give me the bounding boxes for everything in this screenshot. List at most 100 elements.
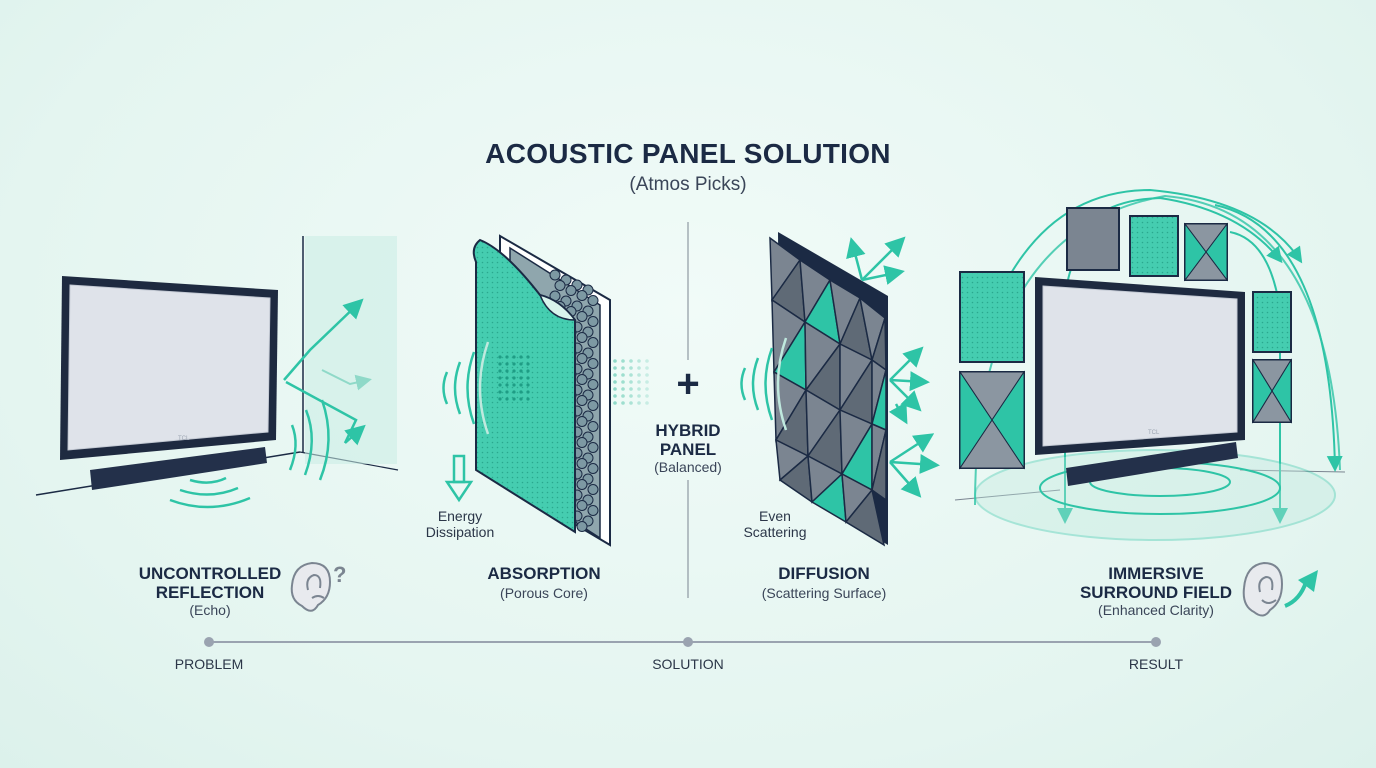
absorbed-dot	[519, 376, 523, 380]
hybrid-label: HYBRID PANEL (Balanced)	[628, 421, 748, 475]
soundbar-right	[1066, 442, 1238, 486]
absorbed-dot	[526, 397, 530, 401]
dissipation-dot	[613, 373, 617, 377]
dissipation-dot	[637, 387, 641, 391]
core-bubble	[549, 269, 561, 281]
hybrid-title-line1: HYBRID	[655, 421, 721, 440]
absorbed-dot	[505, 397, 509, 401]
dissipation-dot	[629, 366, 633, 370]
timeline	[204, 637, 1161, 647]
core-bubble	[587, 358, 599, 369]
core-bubble	[587, 337, 599, 348]
problem-title-line1: UNCONTROLLED	[138, 564, 282, 583]
dissipation-dot	[629, 373, 633, 377]
absorbed-dot	[498, 390, 502, 394]
problem-label: UNCONTROLLED REFLECTION (Echo)	[120, 564, 300, 618]
core-bubble	[576, 395, 588, 406]
core-bubble	[576, 479, 588, 490]
absorbed-dot	[526, 383, 530, 387]
core-bubble	[576, 458, 588, 469]
dissipation-dot	[629, 394, 633, 398]
wall-panel	[1066, 207, 1120, 271]
diffusion-subtitle: (Scattering Surface)	[761, 585, 887, 601]
dissipation-dot	[637, 373, 641, 377]
diffusion-panel	[740, 232, 940, 547]
absorption-subtitle: (Porous Core)	[500, 585, 588, 601]
even-scattering-note: Even Scattering	[725, 508, 825, 540]
result-scene: TCL	[954, 188, 1346, 541]
panel-facet	[1184, 222, 1207, 282]
problem-subtitle: (Echo)	[189, 602, 231, 618]
dissipation-dot	[637, 401, 641, 405]
core-bubble	[576, 311, 588, 322]
absorbed-dot	[505, 376, 509, 380]
dissipation-dot	[645, 401, 649, 405]
absorbed-dot	[519, 397, 523, 401]
core-bubble	[587, 379, 599, 390]
result-title-line1: IMMERSIVE	[1108, 564, 1204, 583]
dissipation-dot	[637, 366, 641, 370]
timeline-dot-result	[1151, 637, 1161, 647]
absorbed-dot	[512, 355, 516, 359]
wall-panel	[959, 271, 1025, 363]
core-bubble	[587, 316, 599, 327]
absorbed-dot	[512, 369, 516, 373]
dissipation-dot	[621, 394, 625, 398]
absorbed-dot	[505, 355, 509, 359]
absorbed-dot	[519, 369, 523, 373]
dissipation-dot	[621, 380, 625, 384]
confused-ear-icon: ?	[290, 561, 346, 612]
core-bubble	[576, 500, 588, 511]
tv-left: TCL	[60, 276, 278, 460]
timeline-dot-problem	[204, 637, 214, 647]
core-bubble	[587, 505, 599, 516]
absorbed-dot	[526, 390, 530, 394]
result-label: IMMERSIVE SURROUND FIELD (Enhanced Clari…	[1060, 564, 1252, 618]
diffuser-facet	[844, 488, 886, 547]
timeline-dot-solution	[683, 637, 693, 647]
absorbed-dot	[519, 362, 523, 366]
absorbed-dot	[519, 383, 523, 387]
absorbed-dot	[498, 355, 502, 359]
absorption-note-line1: Energy	[437, 508, 483, 524]
dissipation-dot	[613, 387, 617, 391]
absorbed-dot	[498, 362, 502, 366]
page-subtitle: (Atmos Picks)	[629, 174, 747, 195]
absorbed-dot	[505, 362, 509, 366]
dissipation-dot	[629, 359, 633, 363]
absorbed-dot	[519, 355, 523, 359]
problem-scene: TCL	[35, 236, 399, 509]
wall-panels	[959, 207, 1292, 470]
absorbed-dot	[512, 383, 516, 387]
dissipation-dot	[629, 387, 633, 391]
dissipation-dot	[645, 359, 649, 363]
hybrid-plus-symbol: +	[676, 362, 700, 406]
core-bubble	[576, 437, 588, 448]
core-bubble	[576, 290, 588, 301]
absorbed-dot	[505, 383, 509, 387]
dissipation-dot	[621, 359, 625, 363]
core-bubble	[587, 400, 599, 411]
dissipation-dot	[645, 394, 649, 398]
absorbed-dot	[512, 397, 516, 401]
page-title: ACOUSTIC PANEL SOLUTION	[485, 138, 891, 169]
core-bubble	[576, 332, 588, 343]
core-bubble	[587, 463, 599, 474]
dissipation-dot	[613, 394, 617, 398]
absorbed-dot	[498, 369, 502, 373]
absorbed-dot	[512, 390, 516, 394]
dissipation-dot	[613, 380, 617, 384]
absorbed-dot	[505, 369, 509, 373]
dissipation-dot	[621, 387, 625, 391]
result-title-line2: SURROUND FIELD	[1079, 583, 1233, 602]
tv-brand-right: TCL	[1148, 430, 1160, 436]
energy-down-arrow	[444, 454, 474, 503]
dissipation-dot	[645, 387, 649, 391]
timeline-label-result: RESULT	[1128, 656, 1184, 672]
dissipation-dot	[645, 373, 649, 377]
dissipation-dot	[613, 401, 617, 405]
tv-right: TCL	[1035, 277, 1245, 455]
absorbed-dot	[526, 355, 530, 359]
diffusion-title: DIFFUSION	[778, 564, 870, 583]
